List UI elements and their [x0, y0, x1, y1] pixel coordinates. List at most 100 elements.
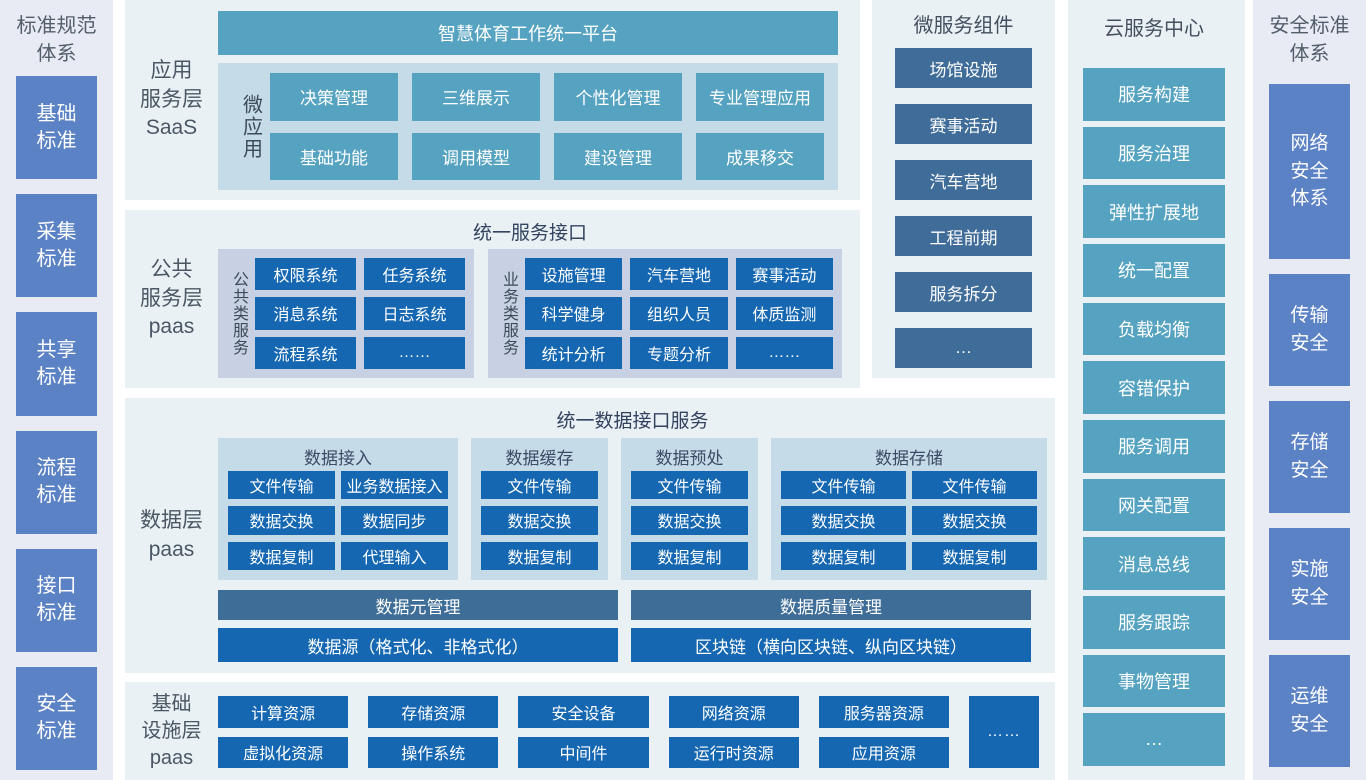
common-services-grid: 权限系统任务系统消息系统日志系统流程系统……	[255, 258, 465, 369]
app-service-layer: 应用 服务层 SaaS 智慧体育工作统一平台 微应用 决策管理三维展示个性化管理…	[125, 0, 860, 200]
data-cache-box: 文件传输	[481, 471, 598, 500]
data-source-row: 数据源（格式化、非格式化）区块链（横向区块链、纵向区块链）	[218, 628, 1047, 662]
microservice-box: 工程前期	[895, 216, 1032, 256]
infra-grid: 计算资源存储资源安全设备网络资源服务器资源 …… 虚拟化资源操作系统中间件运行时…	[218, 696, 1039, 768]
app-layer-content: 智慧体育工作统一平台 微应用 决策管理三维展示个性化管理专业管理应用基础功能调用…	[218, 0, 860, 200]
security-box: 存储 安全	[1269, 401, 1350, 513]
data-preprocess-title: 数据预处	[655, 449, 724, 468]
data-preprocess-box: 文件传输	[631, 471, 748, 500]
public-services-row: 公共类服务 权限系统任务系统消息系统日志系统流程系统…… 业务类服务 设施管理汽…	[218, 249, 842, 378]
common-service-box: 日志系统	[364, 297, 465, 330]
data-preprocess-box: 数据复制	[631, 541, 748, 570]
public-layer-label: 公共 服务层 paas	[140, 258, 203, 339]
data-storage-box: 文件传输	[912, 471, 1037, 500]
data-access-box: 文件传输	[228, 471, 335, 500]
infra-resource-box: 中间件	[518, 736, 649, 768]
data-access-grid: 文件传输业务数据接入数据交换数据同步数据复制代理输入	[228, 471, 448, 570]
business-service-box: 专题分析	[630, 336, 728, 369]
microservices-panel-title: 微服务组件	[913, 15, 1014, 37]
microservice-box: 场馆设施	[895, 48, 1032, 88]
data-preprocess-box: 数据交换	[631, 506, 748, 535]
micro-app-box: 成果移交	[696, 132, 824, 180]
data-preprocess-group: 数据预处 文件传输数据交换数据复制	[621, 438, 758, 580]
micro-apps-container: 微应用 决策管理三维展示个性化管理专业管理应用基础功能调用模型建设管理成果移交	[218, 63, 838, 190]
cloud-service-box: 服务治理	[1083, 126, 1225, 180]
security-box: 运维 安全	[1269, 655, 1350, 767]
micro-app-box: 个性化管理	[554, 73, 682, 121]
infra-resource-box: 运行时资源	[668, 736, 799, 768]
cloud-service-box: 服务跟踪	[1083, 596, 1225, 649]
infra-resource-box: 应用资源	[818, 736, 949, 768]
business-services-grid: 设施管理汽车营地赛事活动科学健身组织人员体质监测统计分析专题分析……	[525, 258, 833, 369]
unified-data-interface-title: 统一数据接口服务	[556, 411, 709, 432]
cloud-service-box: 网关配置	[1083, 478, 1225, 532]
data-source-bar: 数据源（格式化、非格式化）	[218, 628, 618, 662]
cloud-service-box: 服务调用	[1083, 420, 1225, 473]
infra-resource-box: 操作系统	[368, 736, 499, 768]
infrastructure-layer: 基础 设施层 paas 计算资源存储资源安全设备网络资源服务器资源 …… 虚拟化…	[125, 682, 1055, 780]
data-access-group: 数据接入 文件传输业务数据接入数据交换数据同步数据复制代理输入	[218, 438, 458, 580]
micro-app-box: 建设管理	[554, 132, 682, 180]
microservice-box: …	[895, 328, 1032, 368]
common-service-box: 权限系统	[255, 258, 356, 291]
standard-box: 流程 标准	[16, 430, 97, 534]
public-service-layer: 公共 服务层 paas 统一服务接口 公共类服务 权限系统任务系统消息系统日志系…	[125, 210, 860, 388]
standard-box: 采集 标准	[16, 194, 97, 298]
infra-layer-label: 基础 设施层 paas	[141, 692, 202, 769]
public-layer-content: 统一服务接口 公共类服务 权限系统任务系统消息系统日志系统流程系统…… 业务类服…	[218, 210, 860, 388]
cloud-service-box: 弹性扩展地	[1083, 185, 1225, 239]
standards-panel: 标准规范 体系 基础 标准采集 标准共享 标准流程 标准接口 标准安全 标准	[0, 0, 113, 780]
common-services-group: 公共类服务 权限系统任务系统消息系统日志系统流程系统……	[218, 249, 474, 378]
standard-box: 共享 标准	[16, 312, 97, 416]
business-service-box: 赛事活动	[735, 258, 833, 291]
micro-app-box: 调用模型	[412, 132, 540, 180]
micro-app-box: 专业管理应用	[696, 73, 824, 121]
data-access-box: 数据交换	[228, 506, 335, 535]
business-service-box: 汽车营地	[630, 258, 728, 291]
security-box: 网络 安全 体系	[1269, 84, 1350, 259]
cloud-service-box: 消息总线	[1083, 537, 1225, 591]
standard-box: 安全 标准	[16, 666, 97, 771]
microservice-box: 赛事活动	[895, 104, 1032, 144]
cloud-services-list: 服务构建服务治理弹性扩展地统一配置负载均衡容错保护服务调用网关配置消息总线服务跟…	[1083, 68, 1225, 767]
platform-title-bar: 智慧体育工作统一平台	[218, 11, 838, 55]
security-box: 传输 安全	[1269, 274, 1350, 386]
data-management-row: 数据元管理数据质量管理	[218, 590, 1047, 620]
microservice-box: 服务拆分	[895, 272, 1032, 312]
data-cache-box: 数据交换	[481, 506, 598, 535]
data-cache-box: 数据复制	[481, 541, 598, 570]
data-storage-box: 数据复制	[912, 541, 1037, 570]
cloud-panel-title: 云服务中心	[1104, 18, 1204, 40]
data-layer-label: 数据层 paas	[140, 509, 203, 561]
business-service-box: 科学健身	[525, 297, 623, 330]
data-management-bar: 数据质量管理	[631, 590, 1031, 620]
infra-resource-box: 服务器资源	[818, 696, 949, 728]
data-cache-group: 数据缓存 文件传输数据交换数据复制	[471, 438, 608, 580]
business-services-group: 业务类服务 设施管理汽车营地赛事活动科学健身组织人员体质监测统计分析专题分析……	[488, 249, 842, 378]
data-storage-title: 数据存储	[875, 449, 943, 468]
infra-resource-box: 虚拟化资源	[218, 736, 349, 768]
cloud-service-box: …	[1083, 713, 1225, 767]
infra-more-box: ……	[968, 696, 1039, 768]
standards-panel-title: 标准规范 体系	[16, 15, 97, 65]
micro-apps-grid: 决策管理三维展示个性化管理专业管理应用基础功能调用模型建设管理成果移交	[270, 73, 824, 180]
data-access-title: 数据接入	[304, 449, 372, 468]
data-management-bar: 数据元管理	[218, 590, 618, 620]
data-cache-title: 数据缓存	[505, 449, 574, 468]
infra-resource-box: 网络资源	[668, 696, 799, 728]
micro-app-box: 三维展示	[412, 73, 540, 121]
common-services-label: 公共类服务	[230, 271, 247, 356]
business-service-box: 设施管理	[525, 258, 623, 291]
cloud-service-box: 统一配置	[1083, 244, 1225, 297]
cloud-service-box: 容错保护	[1083, 361, 1225, 415]
cloud-service-box: 负载均衡	[1083, 302, 1225, 356]
micro-app-box: 决策管理	[270, 73, 398, 121]
cloud-service-panel: 云服务中心 服务构建服务治理弹性扩展地统一配置负载均衡容错保护服务调用网关配置消…	[1068, 0, 1245, 780]
data-layer-content: 统一数据接口服务 数据接入 文件传输业务数据接入数据交换数据同步数据复制代理输入…	[218, 398, 1055, 673]
common-service-box: 流程系统	[255, 336, 356, 369]
standard-box: 基础 标准	[16, 76, 97, 180]
data-cache-grid: 文件传输数据交换数据复制	[481, 471, 598, 570]
common-service-box: 任务系统	[364, 258, 465, 291]
security-list: 网络 安全 体系传输 安全存储 安全实施 安全运维 安全	[1269, 84, 1350, 767]
